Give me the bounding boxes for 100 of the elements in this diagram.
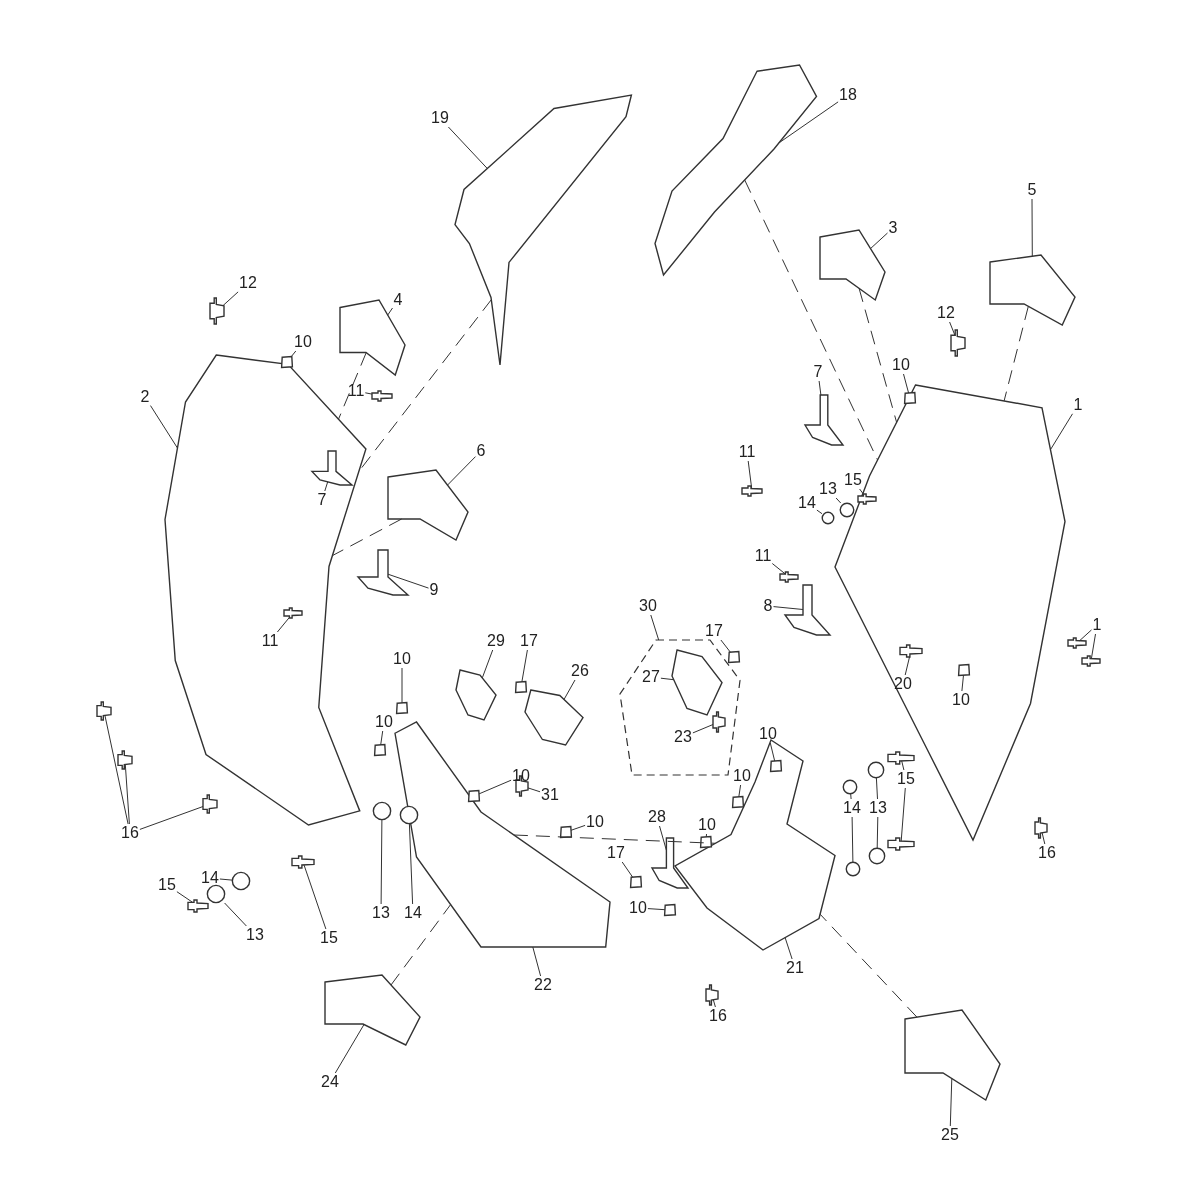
callout-number: 1 <box>1091 616 1103 634</box>
callout-number: 11 <box>737 443 757 461</box>
callout-number: 11 <box>753 547 773 565</box>
assembly-guide-line <box>338 352 367 420</box>
callout-number: 17 <box>704 622 724 640</box>
grommet <box>843 780 857 794</box>
clip-nut <box>732 796 744 808</box>
leader-line <box>532 946 542 977</box>
callout-number: 2 <box>139 388 151 406</box>
bracket-clip <box>525 690 583 745</box>
leader-line <box>778 101 839 144</box>
callout-number: 10 <box>585 813 605 831</box>
grommet <box>207 885 225 903</box>
leader-line <box>334 1024 365 1074</box>
clip-nut <box>630 876 642 888</box>
leader-line <box>447 456 476 486</box>
grommet <box>846 862 860 876</box>
trim-panel <box>325 975 420 1045</box>
screw <box>706 985 718 1005</box>
callout-number: 13 <box>371 904 391 922</box>
leader-line <box>738 784 742 798</box>
leader-line <box>1079 629 1092 642</box>
trim-panel <box>820 230 885 300</box>
leader-line <box>659 825 667 851</box>
leader-line <box>481 649 494 679</box>
leader-line <box>527 787 541 793</box>
callout-number: 14 <box>200 869 220 887</box>
leader-line <box>303 864 327 930</box>
callout-number: 5 <box>1026 181 1038 199</box>
callout-number: 7 <box>316 491 328 509</box>
mounting-bracket <box>358 550 408 595</box>
callout-number: 7 <box>812 363 824 381</box>
callout-number: 26 <box>570 662 590 680</box>
grommet <box>868 762 884 778</box>
screw <box>713 712 725 732</box>
clip-nut <box>281 356 293 368</box>
leader-line <box>949 1078 953 1127</box>
grommet <box>373 802 391 820</box>
callout-number: 9 <box>428 581 440 599</box>
callout-number: 20 <box>893 675 913 693</box>
clip-nut <box>374 744 386 756</box>
callout-number: 29 <box>486 632 506 650</box>
leader-line <box>771 563 786 575</box>
bracket-clip <box>456 670 496 720</box>
callout-number: 10 <box>732 767 752 785</box>
callout-number: 23 <box>673 728 693 746</box>
leader-line <box>570 824 586 831</box>
clip-nut <box>468 790 480 802</box>
callout-number: 14 <box>797 494 817 512</box>
screw <box>292 856 314 868</box>
assembly-guide-line <box>744 179 879 461</box>
mounting-bracket <box>805 395 843 445</box>
callout-number: 25 <box>940 1126 960 1144</box>
screw <box>1068 638 1086 648</box>
leader-line <box>769 742 776 762</box>
leader-line <box>408 823 414 905</box>
screw <box>888 838 914 850</box>
grommet <box>869 848 885 864</box>
assembly-guide-line <box>390 904 452 986</box>
assembly-guide-line <box>819 913 918 1018</box>
callout-number: 15 <box>843 471 863 489</box>
callout-number: 21 <box>785 959 805 977</box>
mounting-bracket <box>785 585 830 635</box>
leader-line <box>104 714 129 825</box>
callout-number: 13 <box>245 926 265 944</box>
leader-line <box>859 488 864 495</box>
leader-line <box>835 497 842 504</box>
callout-number: 12 <box>238 274 258 292</box>
leader-line <box>224 902 247 927</box>
callout-number: 10 <box>951 691 971 709</box>
callout-number: 4 <box>392 291 404 309</box>
callout-number: 1 <box>1072 396 1084 414</box>
leader-line <box>647 908 666 911</box>
screw <box>742 486 762 496</box>
callout-number: 10 <box>758 725 778 743</box>
screw <box>188 900 208 912</box>
screw <box>1082 656 1100 666</box>
leader-line <box>876 816 879 849</box>
leader-line <box>447 126 488 169</box>
callout-number: 28 <box>647 808 667 826</box>
leader-line <box>903 373 910 394</box>
screw <box>118 751 132 769</box>
leader-line <box>150 405 178 449</box>
callout-number: 11 <box>260 632 280 650</box>
leader-line <box>222 291 239 307</box>
leader-line <box>1031 198 1033 257</box>
leader-line <box>961 674 964 692</box>
clip-nut <box>664 904 676 916</box>
mounting-bracket <box>652 838 688 888</box>
assembly-guide-line <box>331 518 403 557</box>
leader-line <box>380 819 383 905</box>
grommet <box>232 872 250 890</box>
leader-line <box>712 999 716 1008</box>
callout-number: 15 <box>319 929 339 947</box>
leader-line <box>1050 413 1073 451</box>
leader-line <box>747 460 753 489</box>
clip-nut <box>560 826 572 838</box>
screw <box>210 298 224 324</box>
clip-nut <box>700 836 712 848</box>
screw <box>1035 818 1047 838</box>
